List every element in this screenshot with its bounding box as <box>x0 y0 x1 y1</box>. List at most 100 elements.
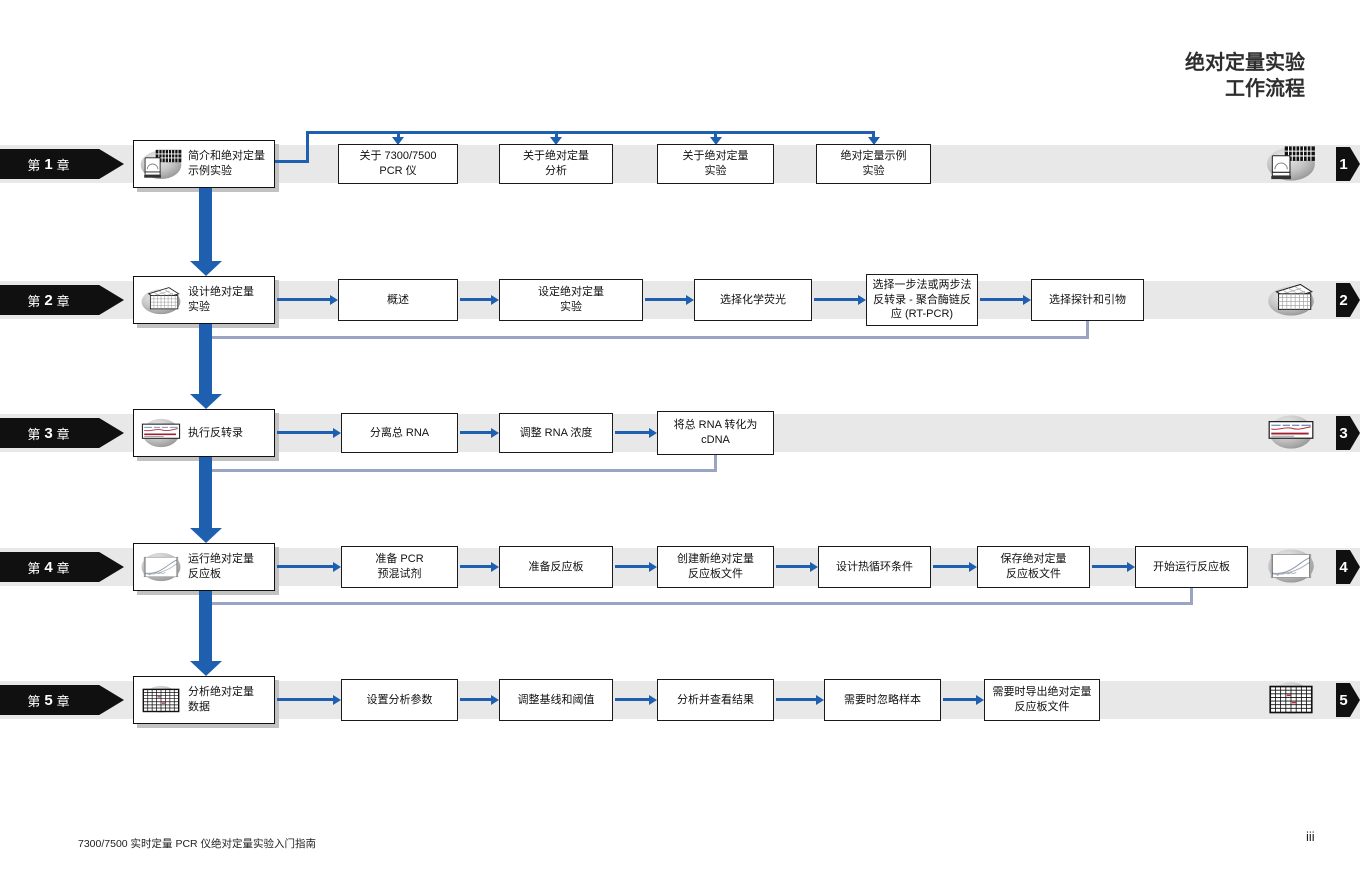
arrow-down-icon <box>189 528 222 543</box>
flow-arrow <box>1092 561 1135 572</box>
footer-doc-title: 7300/7500 实时定量 PCR 仪绝对定量实验入门指南 <box>78 838 317 850</box>
step-box: 准备反应板 <box>499 546 613 588</box>
step-box: 分离总 RNA <box>341 413 458 453</box>
reaction-plate-icon <box>1264 278 1318 320</box>
chapter-word: 章 <box>56 293 71 309</box>
chapter-4-title: 运行绝对定量 反应板 <box>188 553 254 580</box>
step-box: 选择探针和引物 <box>1031 279 1144 321</box>
step-box: 调整 RNA 浓度 <box>499 413 613 453</box>
reaction-plate-icon <box>138 281 184 319</box>
step-box: 分析并查看结果 <box>657 679 774 721</box>
arrow-down-icon <box>189 661 222 676</box>
chapter-2-box: 设计绝对定量 实验 <box>133 276 275 324</box>
chapter-3-title: 执行反转录 <box>188 426 243 439</box>
step-box: 准备 PCR 预混试剂 <box>341 546 458 588</box>
connector-line <box>306 131 875 134</box>
reverse-transcription-icon <box>138 414 184 452</box>
return-line <box>202 465 717 476</box>
connector-line <box>396 131 400 138</box>
flow-arrow <box>460 561 499 572</box>
step-box: 绝对定量示例 实验 <box>816 144 931 184</box>
amplification-plot-icon <box>1264 545 1318 587</box>
chapter-number: 2 <box>44 291 54 309</box>
chapter-number: 4 <box>44 558 54 576</box>
flow-arrow <box>933 561 977 572</box>
step-box: 需要时忽略样本 <box>824 679 941 721</box>
reverse-transcription-icon <box>1264 411 1318 453</box>
step-box: 调整基线和阈值 <box>499 679 613 721</box>
chapter-3-box: 执行反转录 <box>133 409 275 457</box>
flow-arrow <box>776 694 824 705</box>
chapter-word: 第 <box>27 293 42 309</box>
chapter-word: 第 <box>27 560 42 576</box>
step-box: 概述 <box>338 279 458 321</box>
chapter-word: 第 <box>27 157 42 173</box>
page-title-line1: 绝对定量实验 <box>1185 52 1305 74</box>
flow-arrow <box>776 561 818 572</box>
chapter-1-title: 简介和绝对定量 示例实验 <box>188 150 265 177</box>
flow-arrow <box>814 294 866 305</box>
flow-arrow <box>460 427 499 438</box>
chapter-5-box: 分析绝对定量 数据 <box>133 676 275 724</box>
connector-line <box>554 131 558 138</box>
data-table-icon <box>1264 678 1318 720</box>
chapter-5-title: 分析绝对定量 数据 <box>188 686 254 713</box>
return-line <box>202 332 1089 343</box>
page-title: 绝对定量实验 工作流程 <box>1185 50 1305 102</box>
flow-arrow <box>460 694 499 705</box>
step-box: 关于绝对定量 分析 <box>499 144 613 184</box>
footer-page-number: iii <box>1306 829 1315 844</box>
pcr-instrument-icon <box>138 145 184 183</box>
pcr-instrument-icon <box>1264 142 1318 184</box>
chapter-word: 章 <box>56 693 71 709</box>
arrow-down-icon <box>709 137 722 145</box>
data-table-icon <box>138 681 184 719</box>
flow-arrow <box>277 561 341 572</box>
step-box: 关于 7300/7500 PCR 仪 <box>338 144 458 184</box>
step-box: 设计热循环条件 <box>818 546 931 588</box>
chapter-4-box: 运行绝对定量 反应板 <box>133 543 275 591</box>
chapter-1-box: 简介和绝对定量 示例实验 <box>133 140 275 188</box>
amplification-plot-icon <box>138 548 184 586</box>
flow-arrow <box>943 694 984 705</box>
return-line <box>202 598 1193 609</box>
chapter-word: 章 <box>56 426 71 442</box>
step-box: 创建新绝对定量 反应板文件 <box>657 546 774 588</box>
step-box: 保存绝对定量 反应板文件 <box>977 546 1090 588</box>
step-box: 选择一步法或两步法 反转录 - 聚合酶链反 应 (RT-PCR) <box>866 274 978 326</box>
chapter-number: 1 <box>44 155 54 173</box>
return-line <box>714 455 717 471</box>
chapter-flow-arrow <box>199 188 212 262</box>
flow-arrow <box>615 694 657 705</box>
chapter-number: 5 <box>44 691 54 709</box>
return-line <box>1086 321 1089 339</box>
connector-line <box>275 160 309 163</box>
step-box: 设置分析参数 <box>341 679 458 721</box>
chapter-word: 章 <box>56 157 71 173</box>
arrow-down-icon <box>867 137 880 145</box>
flow-arrow <box>277 294 338 305</box>
chapter-word: 第 <box>27 426 42 442</box>
page-title-line2: 工作流程 <box>1225 78 1305 100</box>
step-box: 选择化学荧光 <box>694 279 812 321</box>
arrow-down-icon <box>550 137 562 145</box>
flow-arrow <box>277 427 341 438</box>
flow-arrow <box>980 294 1031 305</box>
flow-arrow <box>460 294 499 305</box>
chapter-number: 3 <box>44 424 54 442</box>
step-box: 设定绝对定量 实验 <box>499 279 643 321</box>
return-line <box>1190 588 1193 604</box>
chapter-flow-arrow <box>199 591 212 661</box>
chapter-flow-arrow <box>199 457 212 528</box>
chapter-2-title: 设计绝对定量 实验 <box>188 286 254 313</box>
chapter-word: 第 <box>27 693 42 709</box>
chapter-word: 章 <box>56 560 71 576</box>
connector-line <box>306 131 309 163</box>
arrow-down-icon <box>189 261 222 276</box>
